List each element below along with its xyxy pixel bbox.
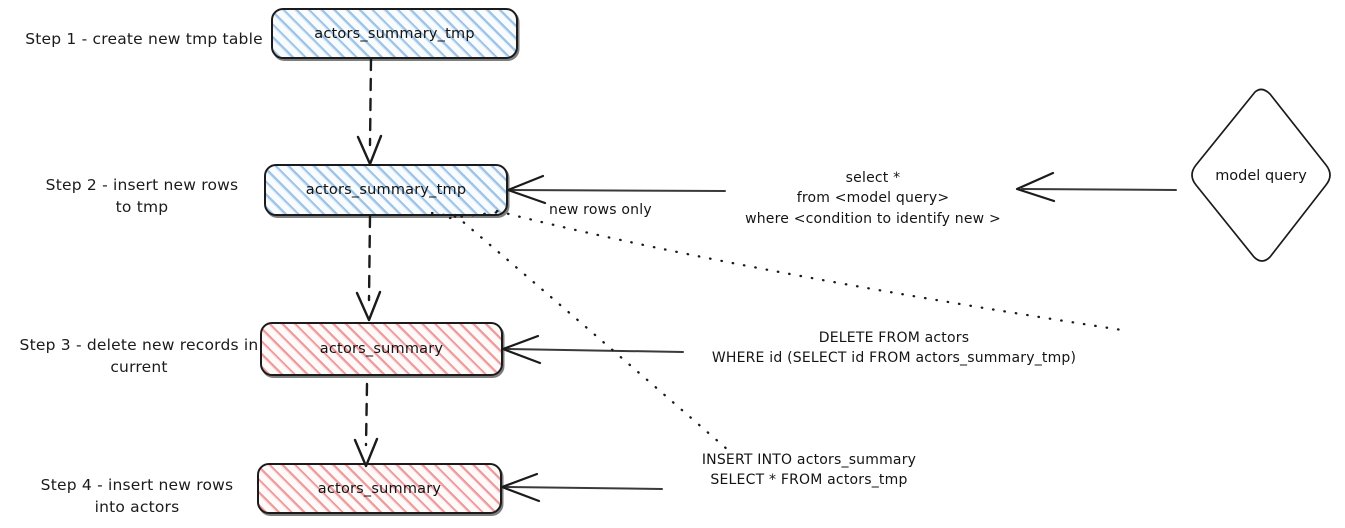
edge-label-new-rows-only: new rows only xyxy=(549,202,652,218)
node-step3-label: actors_summary xyxy=(319,341,444,357)
edge-label-delete-statement: DELETE FROM actors WHERE id (SELECT id F… xyxy=(711,330,1077,367)
node-step4-label: actors_summary xyxy=(317,480,442,497)
model-query-label: model query xyxy=(1215,168,1307,184)
node-step2-label: actors_summary_tmp xyxy=(305,182,467,198)
step3-label: Step 3 - delete new records in current xyxy=(19,336,259,376)
model-query-node[interactable]: model query xyxy=(1188,86,1334,266)
node-step1-label: actors_summary_tmp xyxy=(314,25,475,42)
arrow-model-query-to-select xyxy=(1015,171,1177,203)
step4-label: Step 4 - insert new rows into actors xyxy=(40,476,234,516)
dashed-arrow-step3-to-step4 xyxy=(353,382,379,468)
step1-label: Step 1 - create new tmp table xyxy=(25,30,263,48)
edge-label-insert-statement: INSERT INTO actors_summary SELECT * FROM… xyxy=(701,452,917,489)
dashed-arrow-step2-to-step3 xyxy=(355,214,382,322)
node-step1-actors-summary-tmp[interactable]: actors_summary_tmp xyxy=(271,8,518,59)
dashed-arrow-step1-to-step2 xyxy=(356,57,383,166)
arrow-new-rows-to-step2 xyxy=(506,174,726,205)
node-step3-actors-summary[interactable]: actors_summary xyxy=(260,322,503,376)
step2-label: Step 2 - insert new rows to tmp xyxy=(45,176,239,216)
node-step2-actors-summary-tmp[interactable]: actors_summary_tmp xyxy=(264,164,508,216)
edge-label-model-select-query: select * from <model query> where <condi… xyxy=(745,170,1001,227)
arrow-insert-to-step4 xyxy=(500,472,663,503)
arrow-delete-to-step3 xyxy=(501,334,684,365)
node-step4-actors-summary[interactable]: actors_summary xyxy=(257,463,502,514)
